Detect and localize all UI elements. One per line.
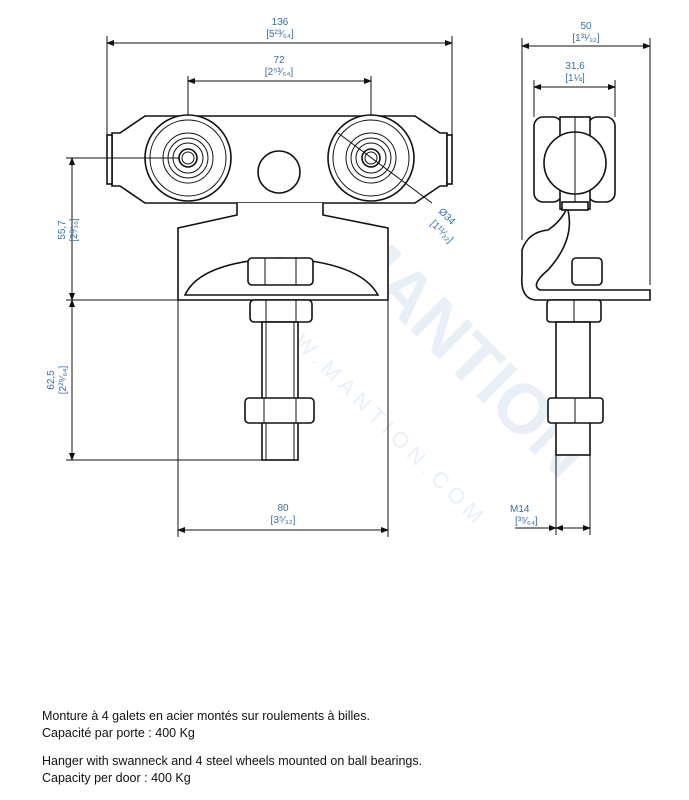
dim-wheel-to-base: 55,7 [57, 220, 68, 240]
description-en-line2: Capacity per door : 400 Kg [42, 771, 191, 785]
dim-wheel-width-inch: [1¼] [565, 72, 585, 84]
dim-bolt-length-inch: [2²⁹⁄₆₄] [58, 366, 69, 395]
dim-overall-width-inch: [5²³⁄₆₄] [266, 29, 294, 40]
description-en-line1: Hanger with swanneck and 4 steel wheels … [42, 754, 423, 768]
side-view: 50 [1³¹⁄₃₂] 31,6 [1¼] M14 [³⁵⁄₆₄] [510, 21, 651, 535]
dim-wheel-spacing: 72 [273, 55, 285, 66]
dim-thread-inch: [³⁵⁄₆₄] [515, 516, 538, 527]
wheel-left [144, 114, 232, 202]
dim-base-width: 80 [277, 503, 289, 514]
dim-overall-width: 136 [272, 17, 289, 28]
dim-side-width: 50 [580, 21, 592, 32]
description-fr-line2: Capacité par porte : 400 Kg [42, 726, 195, 740]
dim-wheel-spacing-inch: [2⁵³⁄₆₄] [265, 67, 294, 78]
description-fr-line1: Monture à 4 galets en acier montés sur r… [42, 709, 370, 723]
front-view: 136 [5²³⁄₆₄] 72 [2⁵³⁄₆₄] [46, 17, 457, 537]
dim-wheel-width: 31,6 [565, 61, 585, 72]
description-en: Hanger with swanneck and 4 steel wheels … [42, 753, 422, 787]
dim-wheel-to-base-inch: [2³⁄₁₆] [69, 218, 80, 242]
dim-thread: M14 [510, 504, 530, 515]
dim-bolt-length: 62,5 [46, 370, 57, 390]
description-fr: Monture à 4 galets en acier montés sur r… [42, 708, 370, 742]
dim-side-width-inch: [1³¹⁄₃₂] [572, 33, 600, 44]
dim-base-width-inch: [3⁵⁄₃₂] [271, 515, 296, 526]
